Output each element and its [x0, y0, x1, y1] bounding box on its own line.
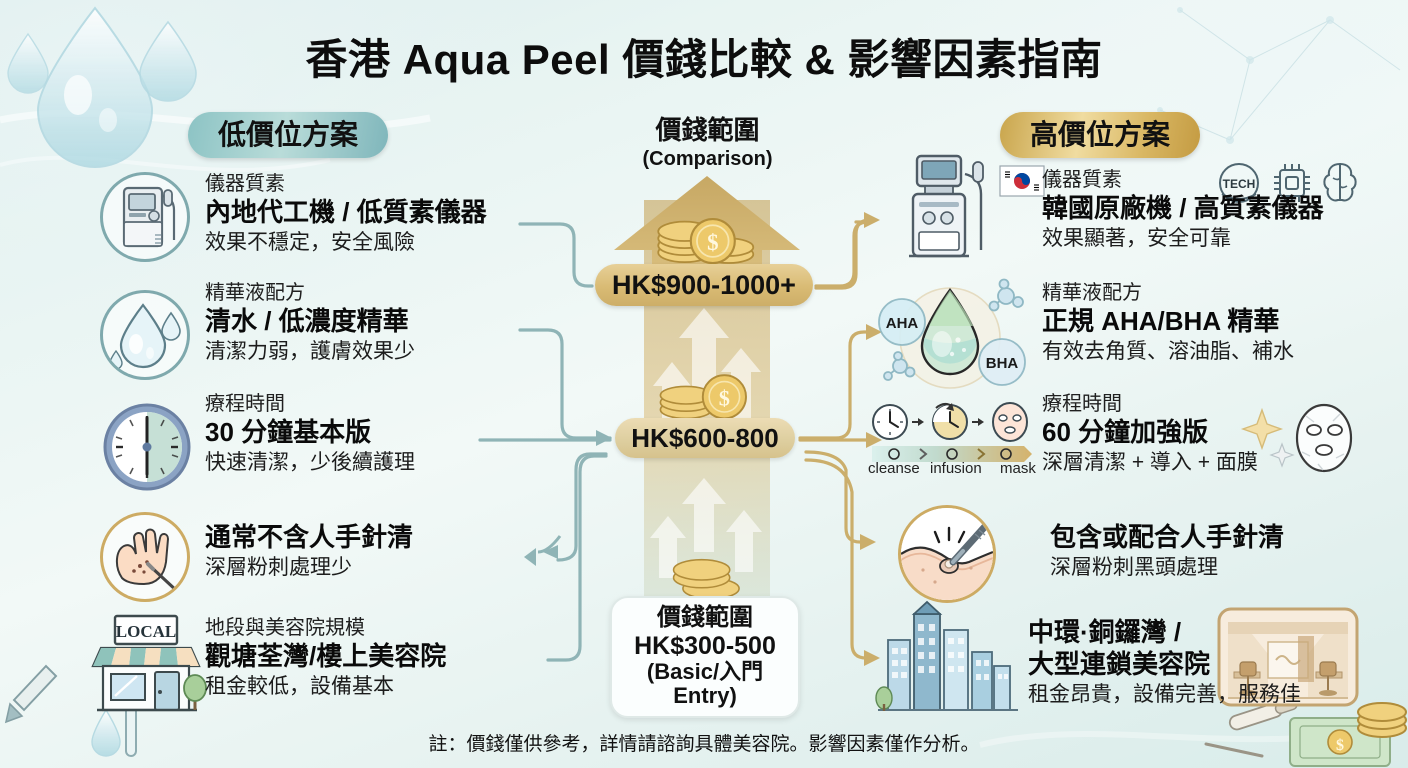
badge-high-price: 高價位方案 [1000, 112, 1201, 158]
footnote: 註：價錢僅供參考，詳情請諮詢具體美容院。影響因素僅作分析。 [428, 734, 980, 755]
coins-mid-icon: $ [659, 374, 747, 420]
right-item-1: 精華液配方 正規 AHA/BHA 精華 有效去角質、溶油脂、補水 [1042, 281, 1294, 364]
brain-icon [1316, 158, 1364, 208]
korea-flag-icon [999, 165, 1045, 197]
coins-bottom-icon [672, 558, 740, 600]
shop-sign-text: LOCAL [116, 622, 176, 641]
left-arrowheads [524, 430, 612, 566]
right-item-0-main: 韓國原廠機 / 高質素儀器 [1042, 193, 1324, 223]
center-heading-cn: 價錢範圍 [655, 115, 760, 145]
left-item-0-caption: 儀器質素 [205, 173, 285, 195]
left-item-4: 地段與美容院規模 觀塘荃灣/樓上美容院 租金較低，設備基本 [205, 616, 446, 699]
premium-machine-icon [895, 152, 991, 264]
aha-label: AHA [886, 315, 919, 332]
left-item-4-sub: 租金較低，設備基本 [205, 675, 394, 699]
city-skyline-icon [875, 600, 1018, 718]
three-step-timeline-icon [866, 402, 1036, 480]
local-shop-icon: LOCAL [85, 608, 213, 718]
hand-extraction-icon [100, 512, 190, 602]
timeline-label-infusion: infusion [930, 460, 982, 477]
left-item-0: 儀器質素 內地代工機 / 低質素儀器 效果不穩定，安全風險 [205, 172, 487, 255]
right-item-0-caption: 儀器質素 [1042, 169, 1122, 191]
right-item-0: 儀器質素 韓國原廠機 / 高質素儀器 效果顯著，安全可靠 [1042, 168, 1324, 251]
timeline-label-cleanse: cleanse [868, 460, 920, 477]
basic-line1: 價錢範圍 [657, 603, 753, 631]
basic-line3: (Basic/入門 [646, 658, 764, 684]
badge-low-price: 低價位方案 [188, 112, 389, 158]
coins-top-icon: $ [657, 217, 755, 265]
right-item-3-sub: 深層粉刺黑頭處理 [1050, 556, 1218, 580]
basic-line4: Entry) [673, 683, 737, 709]
left-item-4-caption: 地段與美容院規模 [205, 617, 365, 639]
right-item-4-main2: 大型連鎖美容院 [1028, 649, 1211, 680]
right-item-4: 中環·銅鑼灣 / 大型連鎖美容院 租金昂貴，設備完善，服務佳 [1028, 616, 1301, 708]
left-item-2-sub: 快速清潔，少後續護理 [205, 451, 415, 475]
left-item-3-main: 通常不含人手針清 [205, 522, 414, 552]
left-item-2: 療程時間 30 分鐘基本版 快速清潔，少後續護理 [205, 392, 415, 475]
svg-text:TECH: TECH [1223, 177, 1256, 191]
timeline-label-mask: mask [1000, 460, 1036, 477]
right-item-2: 療程時間 60 分鐘加強版 深層清潔 + 導入 + 面膜 [1042, 392, 1258, 475]
left-item-1: 精華液配方 清水 / 低濃度精華 清潔力弱，護膚效果少 [205, 281, 415, 364]
water-drop-icon [100, 290, 190, 380]
right-item-3-main: 包含或配合人手針清 [1050, 522, 1285, 552]
sparkle-icon [1240, 398, 1358, 482]
right-item-3: 包含或配合人手針清 深層粉刺黑頭處理 [1050, 521, 1284, 580]
left-item-0-sub: 效果不穩定，安全風險 [205, 231, 415, 255]
left-connectors [478, 222, 612, 662]
left-item-0-main: 內地代工機 / 低質素儀器 [205, 197, 487, 227]
right-item-2-sub: 深層清潔 + 導入 + 面膜 [1042, 451, 1258, 475]
right-item-2-main: 60 分鐘加強版 [1042, 417, 1209, 447]
left-item-2-caption: 療程時間 [205, 393, 285, 415]
price-chip-high: HK$900-1000+ [595, 264, 813, 306]
left-item-2-main: 30 分鐘基本版 [205, 417, 372, 447]
right-item-1-caption: 精華液配方 [1042, 282, 1142, 304]
needle-extraction-icon [898, 505, 996, 603]
right-item-2-caption: 療程時間 [1042, 393, 1122, 415]
right-item-1-sub: 有效去角質、溶油脂、補水 [1042, 340, 1294, 364]
price-card-basic: 價錢範圍 HK$300-500 (Basic/入門 Entry) [610, 596, 800, 718]
left-item-3-sub: 深層粉刺處理少 [205, 556, 352, 580]
left-item-3: 通常不含人手針清 深層粉刺處理少 [205, 521, 413, 580]
chip-icon [1268, 158, 1316, 208]
left-item-1-sub: 清潔力弱，護膚效果少 [205, 340, 415, 364]
clock-icon [100, 400, 194, 494]
right-item-1-main: 正規 AHA/BHA 精華 [1042, 306, 1280, 336]
aha-bha-drop-icon: AHA BHA [878, 278, 1028, 400]
right-item-4-sub: 租金昂貴，設備完善，服務佳 [1028, 683, 1301, 707]
left-item-1-main: 清水 / 低濃度精華 [205, 306, 409, 336]
center-heading: 價錢範圍 (Comparison) [600, 110, 815, 171]
svg-text:$: $ [719, 386, 730, 411]
machine-icon [100, 172, 190, 262]
svg-text:$: $ [707, 230, 718, 255]
basic-line2: HK$300-500 [634, 631, 776, 660]
page-title: 香港 Aqua Peel 價錢比較 & 影響因素指南 [305, 36, 1103, 83]
left-item-4-main: 觀塘荃灣/樓上美容院 [205, 641, 447, 671]
bha-label: BHA [986, 355, 1019, 372]
price-chip-mid: HK$600-800 [615, 418, 795, 458]
salon-interior-icon [1217, 607, 1359, 707]
right-item-0-sub: 效果顯著，安全可靠 [1042, 227, 1231, 251]
left-item-1-caption: 精華液配方 [205, 282, 305, 304]
right-item-4-main: 中環·銅鑼灣 / [1028, 617, 1182, 647]
tech-badge-icon: TECH [1214, 158, 1264, 208]
center-heading-en: (Comparison) [642, 148, 773, 170]
